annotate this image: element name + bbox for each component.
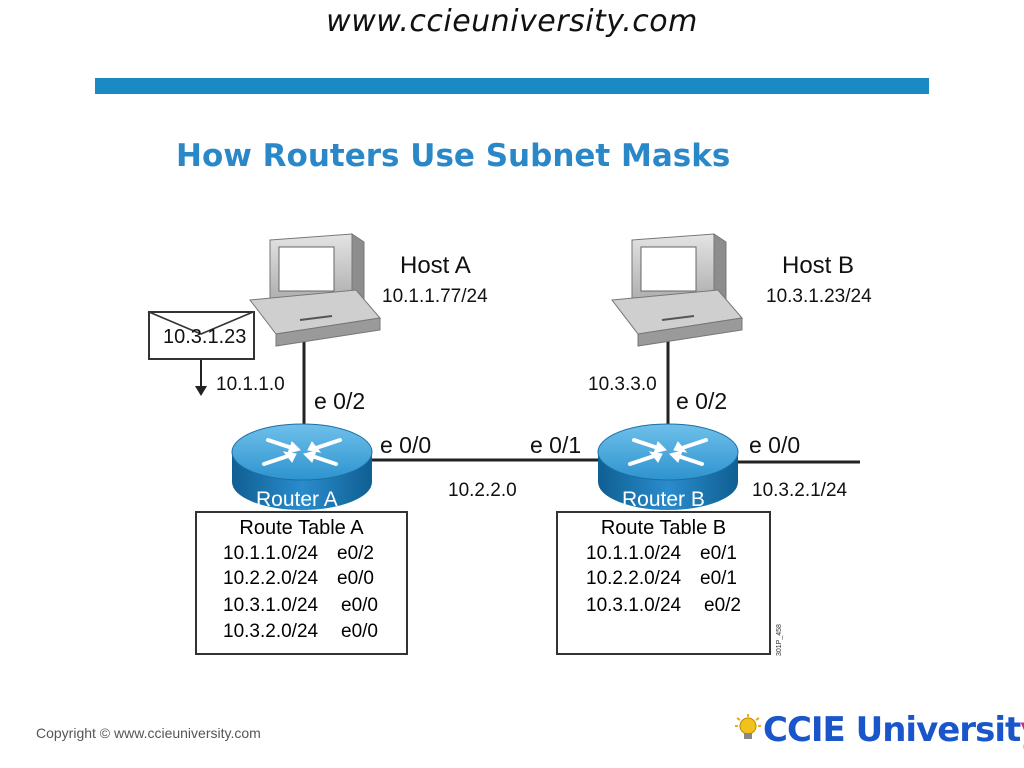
logo-text: CCIE Universit — [763, 710, 1021, 750]
route-net: 10.3.1.0/24 — [586, 595, 682, 616]
router-b-e02-label: e 0/2 — [676, 388, 728, 414]
router-b-icon — [597, 423, 739, 510]
route-net: 10.2.2.0/24 — [223, 568, 319, 589]
footer-copyright: Copyright © www.ccieuniversity.com — [36, 725, 261, 741]
packet-arrow-head — [195, 386, 207, 396]
route-net: 10.1.1.0/24 — [223, 543, 319, 564]
route-iface: e0/2 — [704, 595, 741, 616]
route-net: 10.3.1.0/24 — [223, 595, 319, 616]
table-row: 10.2.2.0/24 e0/1 — [586, 568, 737, 590]
host-a-name: Host A — [400, 252, 471, 279]
route-iface: e0/1 — [700, 543, 737, 564]
host-a-computer — [249, 233, 381, 347]
packet-dest-ip: 10.3.1.23 — [163, 326, 247, 348]
header-accent-bar — [95, 78, 929, 94]
logo-lightbulb-icon — [735, 713, 761, 743]
route-iface: e0/1 — [700, 568, 737, 589]
host-a-ip: 10.1.1.77/24 — [382, 286, 488, 307]
route-net: 10.3.2.0/24 — [223, 621, 319, 642]
host-b-ip: 10.3.1.23/24 — [766, 286, 872, 307]
host-a-network-label: 10.1.1.0 — [216, 374, 285, 395]
route-net: 10.1.1.0/24 — [586, 543, 682, 564]
table-row: 10.1.1.0/24 e0/2 — [223, 543, 374, 565]
slide-title: How Routers Use Subnet Masks — [176, 138, 731, 174]
route-iface: e0/0 — [341, 621, 378, 642]
logo-text-y: y — [1020, 710, 1024, 750]
route-table-b: Route Table B 10.1.1.0/24 e0/1 10.2.2.0/… — [556, 511, 771, 655]
table-row: 10.2.2.0/24 e0/0 — [223, 568, 374, 590]
router-a-name: Router A — [256, 488, 338, 511]
router-b-lan-network: 10.3.3.0 — [588, 374, 657, 395]
route-iface: e0/0 — [337, 568, 374, 589]
router-b-e00-ip: 10.3.2.1/24 — [752, 480, 848, 501]
route-iface: e0/2 — [337, 543, 374, 564]
router-b-e00-label: e 0/0 — [749, 432, 801, 458]
table-row: 10.1.1.0/24 e0/1 — [586, 543, 737, 565]
router-b-e01-label: e 0/1 — [530, 432, 582, 458]
header-url: www.ccieuniversity.com — [326, 4, 698, 39]
route-table-a: Route Table A 10.1.1.0/24 e0/2 10.2.2.0/… — [195, 511, 408, 655]
host-b-name: Host B — [782, 252, 855, 279]
route-net: 10.2.2.0/24 — [586, 568, 682, 589]
router-a-e00-label: e 0/0 — [380, 432, 432, 458]
route-iface: e0/0 — [341, 595, 378, 616]
figure-code: 301P_458 — [776, 624, 783, 656]
host-b-computer — [611, 233, 743, 347]
table-row: 10.3.1.0/24 e0/0 — [223, 595, 378, 617]
route-table-a-title: Route Table A — [239, 517, 364, 539]
table-row: 10.3.2.0/24 e0/0 — [223, 621, 378, 643]
router-b-name: Router B — [622, 488, 705, 511]
router-a-e02-label: e 0/2 — [314, 388, 366, 414]
route-table-b-title: Route Table B — [600, 517, 727, 539]
link-network-label: 10.2.2.0 — [448, 480, 517, 501]
router-a-icon — [231, 423, 373, 510]
footer-logo: CCIE University — [735, 710, 1024, 750]
table-row: 10.3.1.0/24 e0/2 — [586, 595, 741, 617]
